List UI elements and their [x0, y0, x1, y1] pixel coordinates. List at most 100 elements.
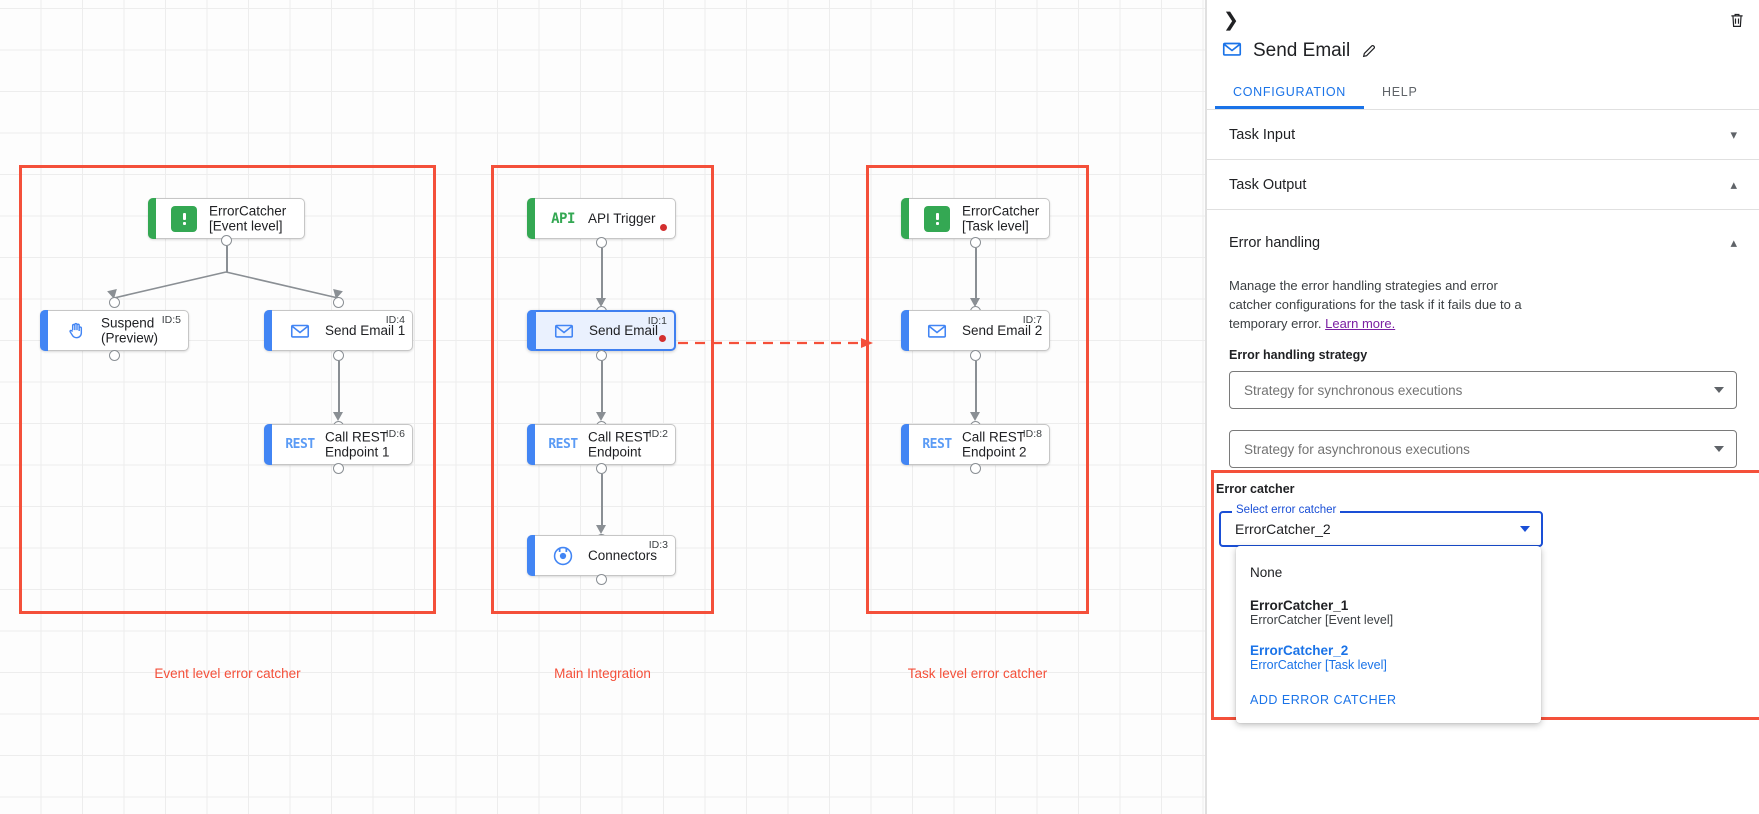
node-accent-bar [264, 424, 272, 465]
dropdown-option-none[interactable]: None [1236, 560, 1541, 585]
envelope-icon [551, 318, 577, 344]
port-out-connectors[interactable] [596, 574, 607, 585]
tab-configuration[interactable]: CONFIGURATION [1215, 78, 1365, 109]
error-indicator-dot [660, 224, 667, 231]
chevron-down-icon[interactable]: ▾ [1730, 127, 1737, 142]
hand-icon [63, 318, 89, 344]
async-strategy-select[interactable]: Strategy for asynchronous executions [1229, 430, 1737, 468]
error-handling-body: Manage the error handling strategies and… [1207, 267, 1759, 468]
sync-strategy-value: Strategy for synchronous executions [1244, 382, 1463, 398]
api-icon: API [551, 210, 575, 227]
canvas-right-edge [1205, 0, 1206, 814]
panel-tabs: CONFIGURATION HELP [1207, 78, 1759, 110]
node-error-catcher-event-level[interactable]: ErrorCatcher [Event level] [148, 198, 305, 239]
description-text: Manage the error handling strategies and… [1229, 278, 1522, 331]
section-task-input[interactable]: Task Input ▾ [1207, 110, 1759, 160]
node-label: Suspend (Preview) [101, 314, 159, 346]
node-accent-bar [527, 424, 535, 465]
port-out-api-trigger[interactable] [596, 237, 607, 248]
add-error-catcher-button[interactable]: ADD ERROR CATCHER [1250, 693, 1397, 707]
node-call-rest-endpoint-1[interactable]: REST Call REST Endpoint 1 ID:6 [264, 424, 413, 465]
pencil-icon[interactable] [1360, 42, 1378, 60]
chevron-up-icon[interactable]: ▴ [1730, 177, 1737, 192]
port-in-send-email-1[interactable] [333, 297, 344, 308]
port-out-call-rest[interactable] [596, 463, 607, 474]
dropdown-option-errorcatcher-2[interactable]: ErrorCatcher_2 ErrorCatcher [Task level] [1236, 638, 1541, 677]
arrowhead-to-send-email [596, 298, 606, 307]
section-task-output[interactable]: Task Output ▴ [1207, 160, 1759, 210]
section-error-handling[interactable]: Error handling ▴ [1207, 218, 1759, 268]
sync-strategy-select[interactable]: Strategy for synchronous executions [1229, 371, 1737, 409]
port-out-send-email-2[interactable] [970, 350, 981, 361]
edge-send-email-1-to-rest-1 [338, 361, 340, 417]
option-primary: None [1250, 565, 1283, 580]
panel-title-row: Send Email [1221, 38, 1378, 63]
envelope-icon [924, 318, 950, 344]
node-send-email-selected[interactable]: Send Email ID:1 [527, 310, 676, 351]
integration-canvas[interactable]: Event level error catcher Main Integrati… [0, 0, 1206, 814]
port-out-error-catcher-event[interactable] [221, 235, 232, 246]
learn-more-link[interactable]: Learn more. [1325, 316, 1396, 331]
node-call-rest-endpoint[interactable]: REST Call REST Endpoint ID:2 [527, 424, 676, 465]
rest-icon: REST [922, 437, 952, 452]
edge-rest-to-connectors [601, 474, 603, 530]
rest-icon: REST [285, 437, 315, 452]
error-catcher-heading: Error catcher [1216, 482, 1295, 496]
arrowhead-to-connectors [596, 525, 606, 534]
port-out-error-catcher-task[interactable] [970, 237, 981, 248]
node-accent-bar [901, 198, 909, 239]
edge-ec-event-split-trunk [226, 246, 228, 272]
node-id-badge: ID:4 [385, 314, 405, 326]
arrowhead-to-call-rest [596, 412, 606, 421]
edge-api-to-send-email [601, 248, 603, 304]
node-error-catcher-task-level[interactable]: ErrorCatcher [Task level] [901, 198, 1050, 239]
node-label: Send Email 2 [962, 322, 1043, 338]
chevron-right-icon[interactable]: ❯ [1223, 9, 1239, 31]
select-error-catcher-value: ErrorCatcher_2 [1235, 521, 1331, 537]
port-out-send-email-1[interactable] [333, 350, 344, 361]
panel-header: ❯ Send Email [1207, 0, 1759, 78]
node-send-email-1[interactable]: Send Email 1 ID:4 [264, 310, 413, 351]
node-send-email-2[interactable]: Send Email 2 ID:7 [901, 310, 1050, 351]
node-accent-bar [40, 310, 48, 351]
node-label: Call REST Endpoint [588, 428, 652, 460]
section-title: Task Input [1229, 127, 1296, 143]
select-error-catcher-input[interactable]: ErrorCatcher_2 [1219, 511, 1543, 547]
node-connectors[interactable]: Connectors ID:3 [527, 535, 676, 576]
node-accent-bar [264, 310, 272, 351]
arrowhead-to-call-rest-2 [970, 412, 980, 421]
port-out-call-rest-2[interactable] [970, 463, 981, 474]
edge-send-email-2-to-rest-2 [975, 361, 977, 417]
edge-ec-task-to-send-email-2 [975, 248, 977, 304]
tab-help[interactable]: HELP [1382, 85, 1418, 99]
group-caption-main-integration: Main Integration [554, 666, 651, 681]
port-in-suspend[interactable] [109, 297, 120, 308]
node-label: Call REST Endpoint 1 [325, 428, 390, 460]
group-frame-event-level [19, 165, 436, 614]
error-catcher-dropdown[interactable]: None ErrorCatcher_1 ErrorCatcher [Event … [1236, 546, 1541, 723]
dropdown-option-errorcatcher-1[interactable]: ErrorCatcher_1 ErrorCatcher [Event level… [1236, 593, 1541, 632]
envelope-icon [1221, 38, 1243, 63]
error-handling-description: Manage the error handling strategies and… [1229, 276, 1529, 333]
node-label: Send Email 1 [325, 322, 406, 338]
chevron-up-icon[interactable]: ▴ [1730, 235, 1737, 250]
envelope-icon [287, 318, 313, 344]
node-suspend[interactable]: Suspend (Preview) ID:5 [40, 310, 189, 351]
port-out-suspend[interactable] [109, 350, 120, 361]
select-error-catcher-label: Select error catcher [1232, 504, 1341, 516]
node-label: Send Email [589, 322, 659, 338]
async-strategy-value: Strategy for asynchronous executions [1244, 441, 1470, 457]
connectors-icon [550, 543, 576, 569]
node-call-rest-endpoint-2[interactable]: REST Call REST Endpoint 2 ID:8 [901, 424, 1050, 465]
edge-send-email-to-rest [601, 361, 603, 417]
group-caption-task-level: Task level error catcher [907, 666, 1048, 681]
trash-icon[interactable] [1725, 8, 1749, 32]
node-label: ErrorCatcher [Event level] [209, 202, 287, 234]
group-caption-event-level: Event level error catcher [154, 666, 301, 681]
port-out-send-email[interactable] [596, 350, 607, 361]
port-out-call-rest-1[interactable] [333, 463, 344, 474]
node-id-badge: ID:5 [161, 314, 181, 326]
node-label: API Trigger [588, 210, 656, 226]
node-api-trigger[interactable]: API API Trigger [527, 198, 676, 239]
error-catcher-icon [924, 205, 950, 232]
